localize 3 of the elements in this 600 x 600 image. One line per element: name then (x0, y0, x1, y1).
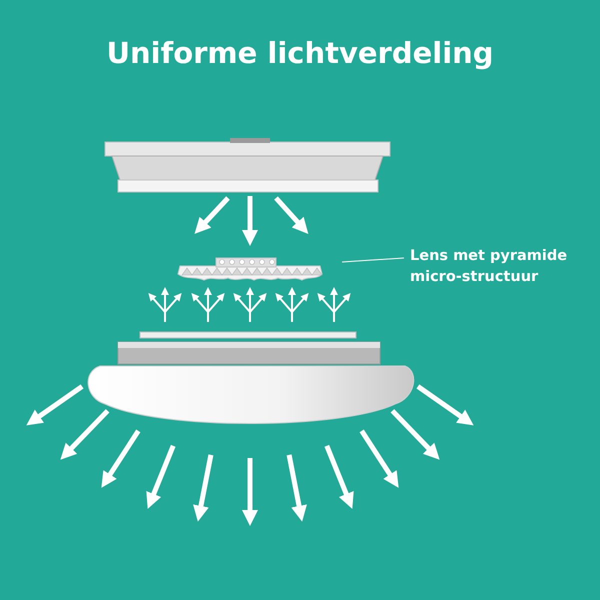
leader-line (342, 258, 404, 262)
callout-text: Lens met pyramide micro-structuur (410, 246, 590, 288)
title: Uniforme lichtverdeling (105, 36, 495, 70)
